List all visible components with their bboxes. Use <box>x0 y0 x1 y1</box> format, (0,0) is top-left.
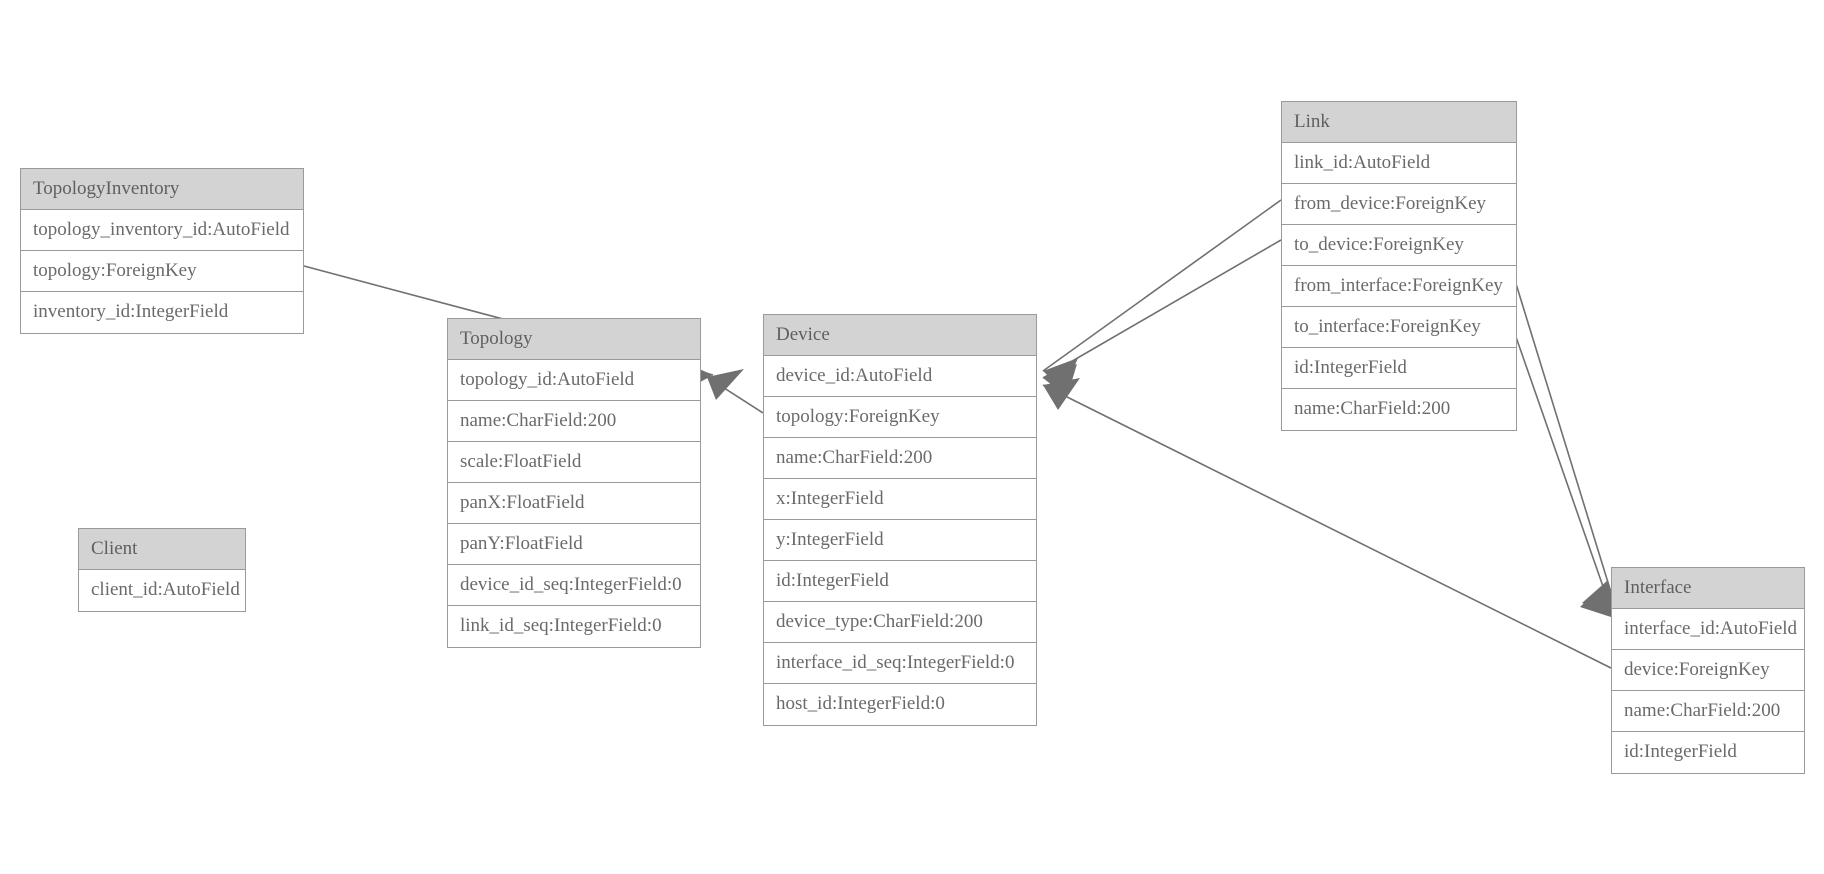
relationship-line <box>1512 273 1619 616</box>
entity-field-row[interactable]: id:IntegerField <box>764 561 1036 602</box>
entity-field-row[interactable]: name:CharField:200 <box>1282 389 1516 430</box>
entity-field-row[interactable]: id:IntegerField <box>1282 348 1516 389</box>
entity-field-row[interactable]: from_device:ForeignKey <box>1282 184 1516 225</box>
entity-field-row[interactable]: x:IntegerField <box>764 479 1036 520</box>
entity-field-row[interactable]: panX:FloatField <box>448 483 700 524</box>
entity-field-row[interactable]: host_id:IntegerField:0 <box>764 684 1036 725</box>
relationship-line <box>706 376 764 414</box>
entity-field-row[interactable]: interface_id:AutoField <box>1612 609 1804 650</box>
entity-field-row[interactable]: name:CharField:200 <box>448 401 700 442</box>
entity-field-row[interactable]: interface_id_seq:IntegerField:0 <box>764 643 1036 684</box>
entity-field-row[interactable]: link_id_seq:IntegerField:0 <box>448 606 700 647</box>
entity-title-link: Link <box>1282 102 1516 143</box>
entity-field-row[interactable]: device_id:AutoField <box>764 356 1036 397</box>
relationship-line <box>1042 199 1282 372</box>
entity-field-row[interactable]: topology:ForeignKey <box>21 251 303 292</box>
arrowhead-icon <box>1043 378 1080 410</box>
entity-field-row[interactable]: topology_inventory_id:AutoField <box>21 210 303 251</box>
entity-title-topology-inventory: TopologyInventory <box>21 169 303 210</box>
entity-field-row[interactable]: from_interface:ForeignKey <box>1282 266 1516 307</box>
entity-field-row[interactable]: link_id:AutoField <box>1282 143 1516 184</box>
entity-title-client: Client <box>79 529 245 570</box>
relationship-line <box>1042 239 1282 379</box>
arrowhead-icon <box>707 369 744 400</box>
entity-field-row[interactable]: name:CharField:200 <box>1612 691 1804 732</box>
entity-field-row[interactable]: scale:FloatField <box>448 442 700 483</box>
entity-field-row[interactable]: id:IntegerField <box>1612 732 1804 773</box>
entity-title-device: Device <box>764 315 1036 356</box>
entity-field-row[interactable]: topology:ForeignKey <box>764 397 1036 438</box>
entity-field-row[interactable]: inventory_id:IntegerField <box>21 292 303 333</box>
entity-field-row[interactable]: y:IntegerField <box>764 520 1036 561</box>
entity-field-row[interactable]: device_id_seq:IntegerField:0 <box>448 565 700 606</box>
relationship-rel-link-from-interface <box>1512 273 1619 616</box>
arrowhead-icon <box>1043 358 1078 391</box>
arrowhead-icon <box>1580 588 1614 618</box>
entity-field-row[interactable]: topology_id:AutoField <box>448 360 700 401</box>
relationship-rel-link-from-device <box>1042 199 1282 391</box>
arrowhead-icon <box>1043 364 1077 397</box>
entity-field-row[interactable]: to_interface:ForeignKey <box>1282 307 1516 348</box>
relationship-rel-device-topology <box>706 369 764 414</box>
entity-title-interface: Interface <box>1612 568 1804 609</box>
relationship-line <box>1507 313 1615 619</box>
relationship-rel-link-to-device <box>1042 239 1282 397</box>
entity-field-row[interactable]: to_device:ForeignKey <box>1282 225 1516 266</box>
entity-field-row[interactable]: device_type:CharField:200 <box>764 602 1036 643</box>
entity-field-row[interactable]: name:CharField:200 <box>764 438 1036 479</box>
entity-field-row[interactable]: panY:FloatField <box>448 524 700 565</box>
entity-field-row[interactable]: device:ForeignKey <box>1612 650 1804 691</box>
entity-field-row[interactable]: client_id:AutoField <box>79 570 245 611</box>
entity-title-topology: Topology <box>448 319 700 360</box>
relationship-rel-link-to-interface <box>1507 313 1615 619</box>
